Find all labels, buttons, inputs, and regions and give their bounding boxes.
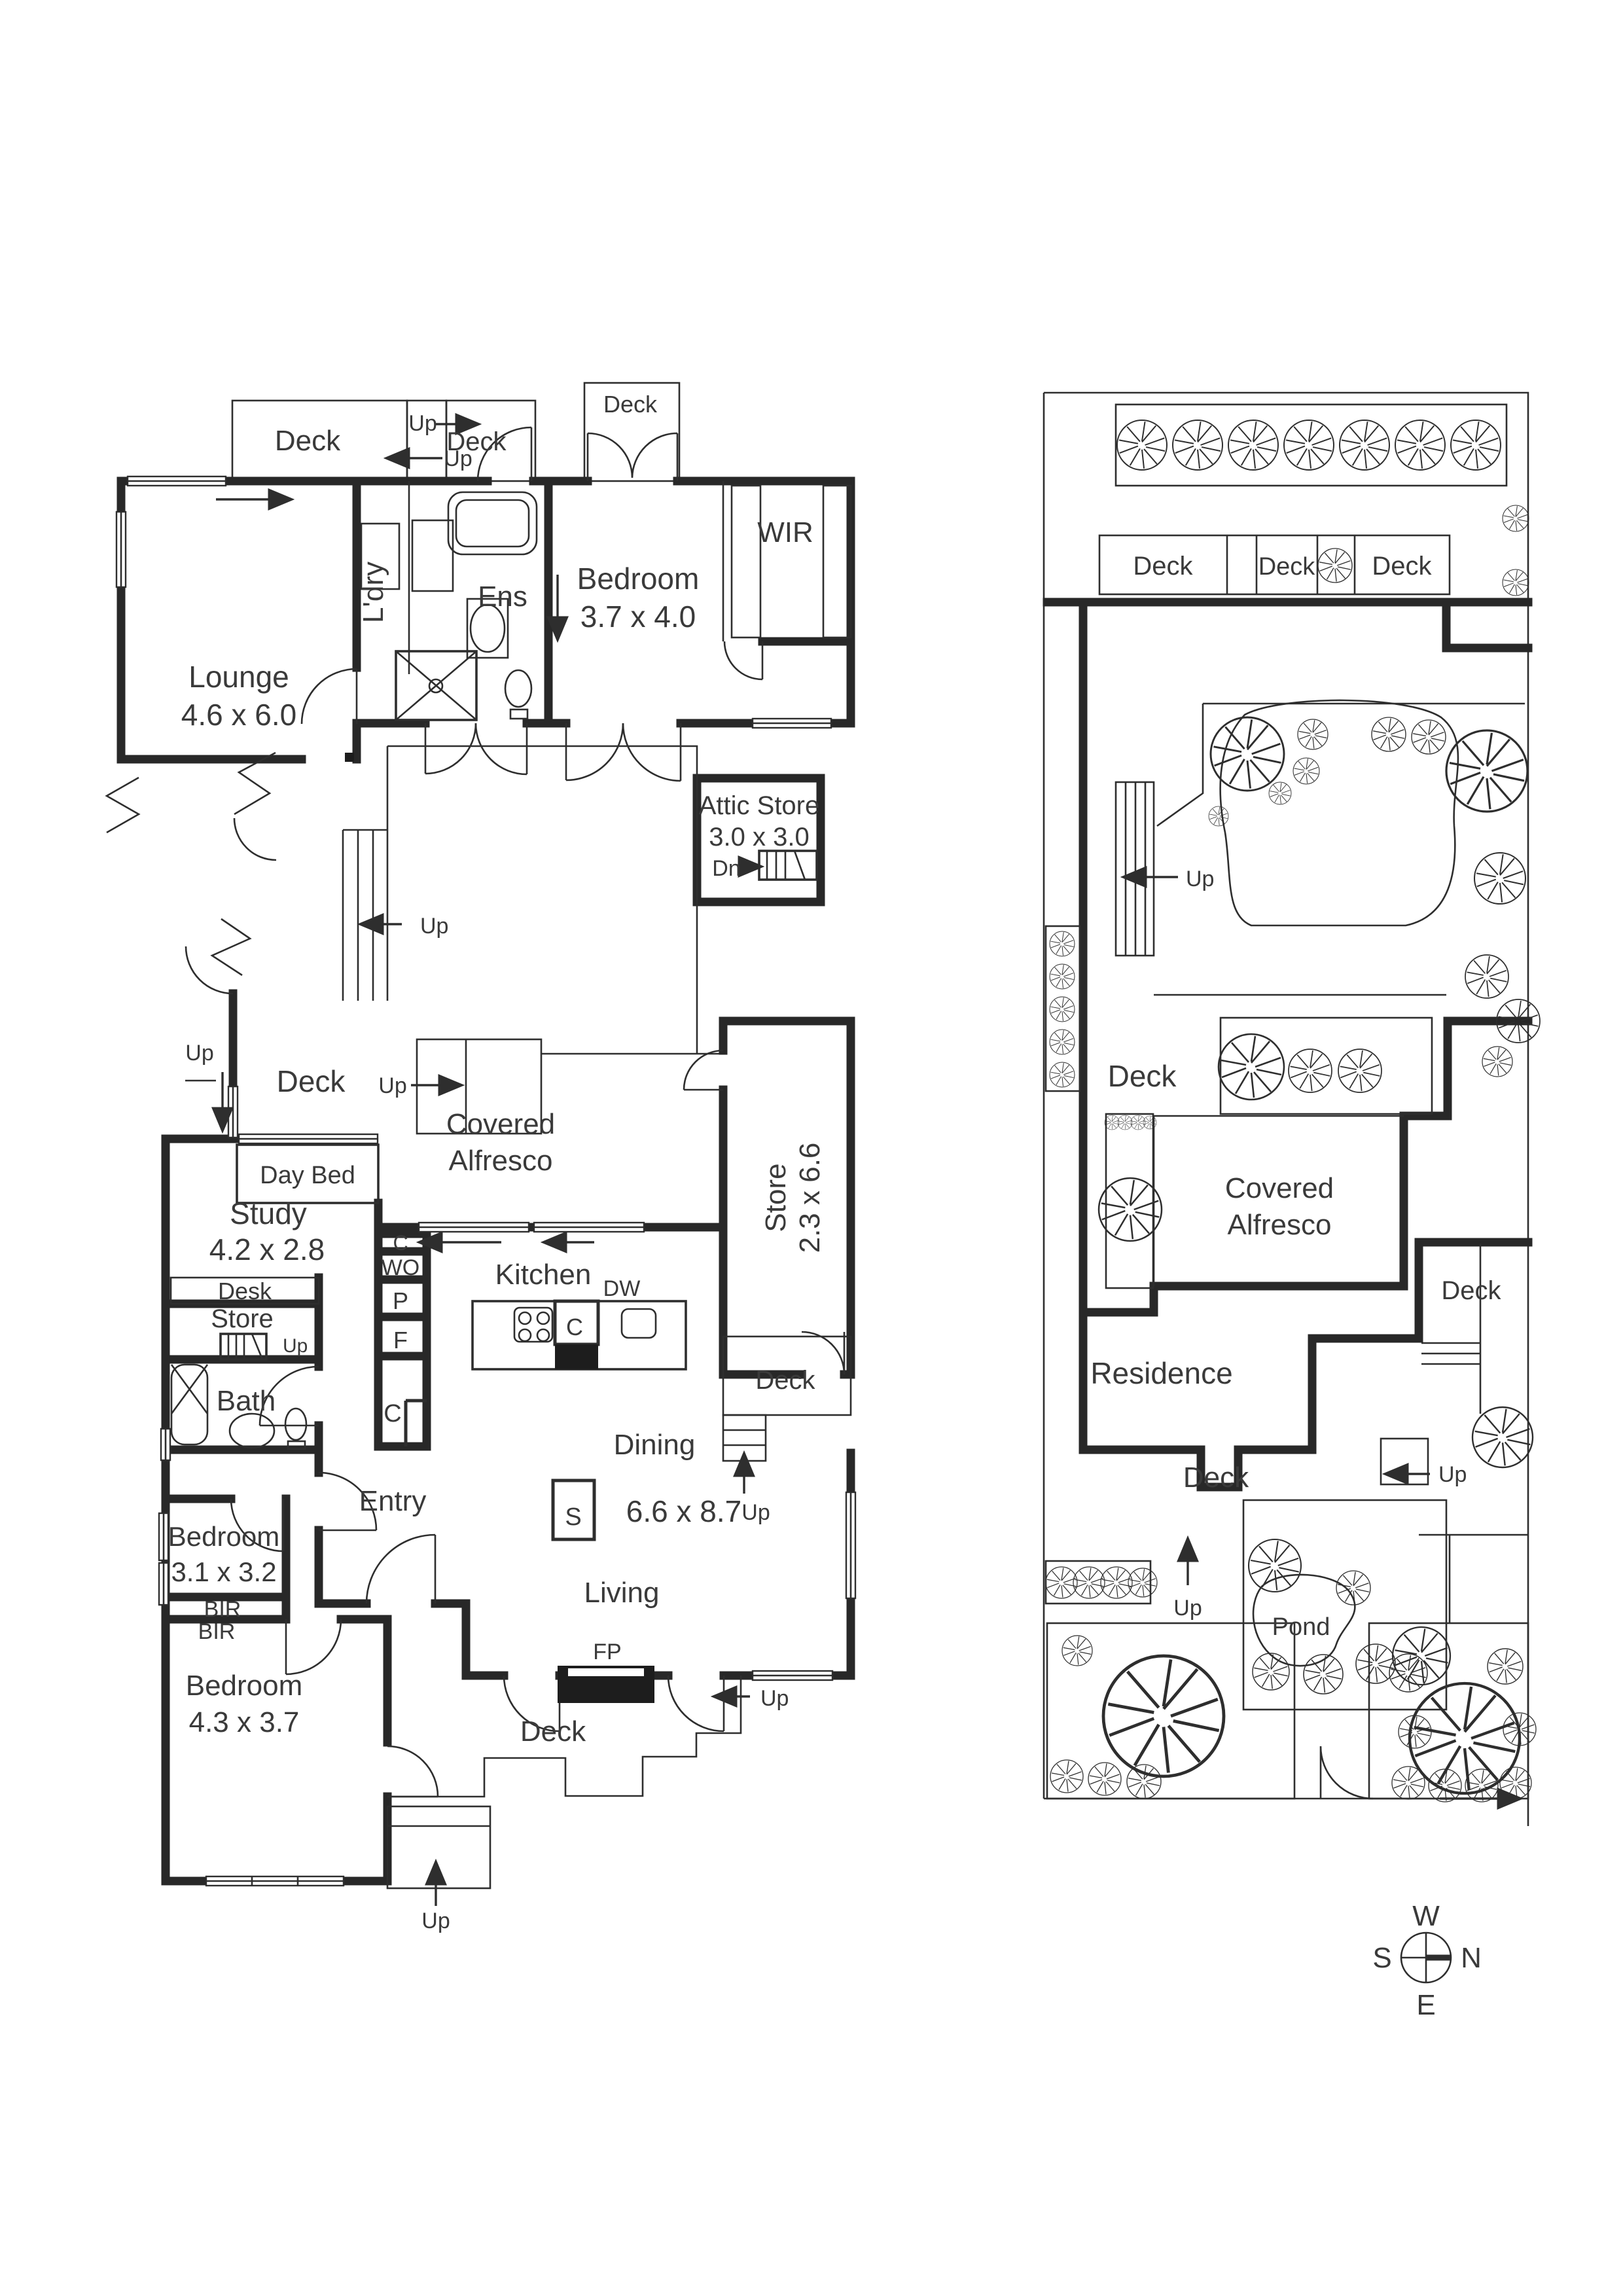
label-living-dims: 6.6 x 8.7: [626, 1494, 741, 1528]
label-site-deck-big: Deck: [1108, 1059, 1177, 1093]
garden-trees-bottom: [1050, 1635, 1537, 1803]
label-covered: Covered: [446, 1108, 555, 1140]
upper-floor-windows: [115, 475, 832, 729]
label-deck-top-mid: Deck: [446, 427, 507, 456]
compass-south: S: [1372, 1942, 1391, 1974]
label-dining: Dining: [614, 1429, 696, 1461]
label-site-covered: Covered: [1225, 1172, 1334, 1204]
label-day-bed: Day Bed: [260, 1162, 355, 1189]
label-attic-dn: Dn: [712, 856, 740, 881]
label-site-deck-3: Deck: [1372, 552, 1432, 581]
label-deck-mid: Deck: [277, 1064, 346, 1098]
label-cupboard-1: C: [393, 1231, 408, 1255]
label-site-stairs-up: Up: [1186, 867, 1214, 891]
label-bath: Bath: [217, 1385, 276, 1417]
kitchen-island: [471, 1299, 687, 1371]
label-residence: Residence: [1090, 1356, 1232, 1390]
label-pantry: P: [393, 1287, 408, 1314]
furniture: [169, 1143, 380, 1450]
label-deck-top-right: Deck: [603, 391, 658, 418]
label-bedroom2: Bedroom: [168, 1521, 279, 1552]
label-bedroom3-dims: 4.3 x 3.7: [189, 1706, 300, 1738]
label-fireplace: FP: [593, 1640, 621, 1664]
label-up-top-1: Up: [408, 411, 437, 436]
label-bedroom1-dims: 3.7 x 4.0: [580, 600, 696, 634]
site-boundary: [1043, 391, 1529, 1826]
label-pond: Pond: [1272, 1613, 1330, 1641]
left-plan-labels: Deck Up Up Deck Deck L'dry Ens Bedroom 3…: [168, 391, 826, 1933]
ensuite-fixtures: [360, 491, 538, 721]
label-site-up-east: Up: [1438, 1462, 1467, 1487]
label-cupboard-2: C: [383, 1400, 401, 1427]
label-living: Living: [584, 1577, 660, 1609]
label-bottom-up: Up: [421, 1909, 450, 1933]
label-deck-top-left: Deck: [275, 425, 341, 457]
label-deck-east-up: Up: [741, 1500, 770, 1525]
label-study: Study: [230, 1196, 307, 1230]
label-side-up: Up: [185, 1041, 213, 1066]
compass-east: E: [1416, 1989, 1435, 2021]
label-attic-dims: 3.0 x 3.0: [709, 823, 809, 852]
compass-rose: W S N E: [1372, 1900, 1482, 2021]
living-features: [551, 1479, 654, 1703]
label-bedroom3: Bedroom: [186, 1670, 303, 1702]
compass-north: N: [1461, 1942, 1482, 1974]
label-site-deck-east: Deck: [1441, 1276, 1501, 1305]
upper-floor-doors: [300, 426, 764, 782]
label-entry: Entry: [359, 1485, 427, 1517]
label-dishwasher: DW: [603, 1276, 641, 1301]
label-study-dims: 4.2 x 2.8: [209, 1232, 325, 1266]
label-store-tall: Store: [760, 1163, 792, 1232]
label-laundry: L'dry: [357, 562, 389, 623]
label-site-alfresco: Alfresco: [1228, 1209, 1332, 1241]
label-deck-east: Deck: [755, 1366, 815, 1395]
label-up-top-2: Up: [444, 446, 472, 471]
label-store-small: Store: [211, 1304, 274, 1333]
label-store-tall-dims: 2.3 x 6.6: [794, 1143, 826, 1253]
ground-floor-windows: [158, 1085, 857, 1887]
label-lounge-dims: 4.6 x 6.0: [181, 698, 296, 732]
site-arrows: [1120, 866, 1430, 1585]
label-site-deck-1: Deck: [1133, 552, 1193, 581]
label-deck-mid-up: Up: [378, 1073, 406, 1098]
compass-west: W: [1412, 1900, 1440, 1932]
label-bir1: BIR: [204, 1597, 241, 1622]
main-staircase: [342, 745, 723, 1055]
label-site-deck-south: Deck: [1183, 1462, 1249, 1494]
label-deck-south: Deck: [520, 1715, 586, 1748]
label-lounge: Lounge: [188, 660, 289, 694]
label-wall-oven: WO: [382, 1255, 420, 1280]
label-ensuite: Ens: [478, 581, 527, 613]
label-desk: Desk: [218, 1278, 272, 1304]
label-site-deck-2: Deck: [1258, 553, 1316, 581]
wir-shelving: [730, 484, 852, 639]
label-attic-store: Attic Store: [699, 791, 820, 820]
label-deck-south-up: Up: [760, 1686, 789, 1711]
label-bedroom2-dims: 3.1 x 3.2: [171, 1556, 276, 1587]
deck-outlines: [185, 1038, 852, 1890]
label-fridge: F: [393, 1327, 408, 1354]
wall-break-squiggles: [105, 751, 277, 977]
label-kitchen: Kitchen: [495, 1259, 592, 1291]
label-island-cupboard: C: [566, 1314, 583, 1340]
label-stairs-up: Up: [420, 914, 448, 939]
label-stereo: S: [565, 1503, 581, 1531]
label-wir: WIR: [757, 516, 813, 548]
residence-walls: [1043, 598, 1533, 1492]
direction-arrows: [211, 413, 755, 1906]
label-bedroom1: Bedroom: [577, 562, 700, 596]
label-site-up-south: Up: [1173, 1596, 1202, 1621]
label-store-up: Up: [283, 1335, 308, 1357]
site-plan-labels: Deck Deck Deck Up Deck Covered Alfresco …: [1090, 552, 1501, 1641]
label-alfresco: Alfresco: [449, 1145, 553, 1177]
label-bir2: BIR: [198, 1619, 236, 1644]
